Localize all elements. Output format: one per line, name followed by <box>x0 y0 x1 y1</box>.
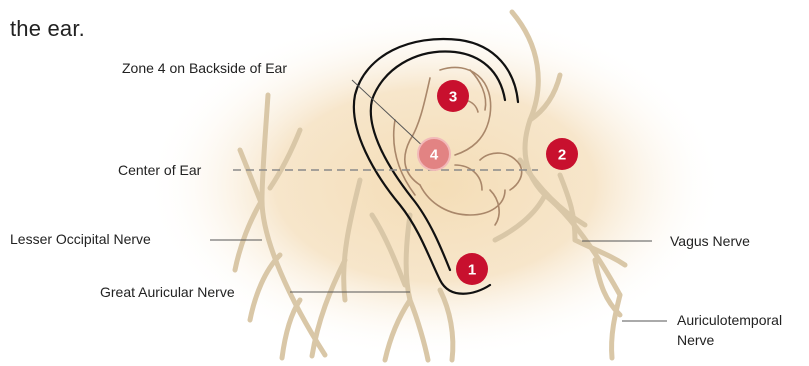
label-auriculotemporal-nerve: Auriculotemporal Nerve <box>677 310 782 350</box>
label-vagus-nerve: Vagus Nerve <box>670 233 750 249</box>
label-auriculotemporal-line1: Auriculotemporal <box>677 310 782 330</box>
label-zone4-backside: Zone 4 on Backside of Ear <box>122 60 287 76</box>
zone-marker-1: 1 <box>456 253 488 285</box>
zone-number-2: 2 <box>558 147 566 164</box>
label-auriculotemporal-line2: Nerve <box>677 330 782 350</box>
label-center-of-ear: Center of Ear <box>118 162 201 178</box>
zone-marker-2: 2 <box>546 138 578 170</box>
zone-marker-3: 3 <box>437 80 469 112</box>
zone-number-1: 1 <box>468 262 476 279</box>
label-lesser-occipital-nerve: Lesser Occipital Nerve <box>10 231 151 247</box>
zone-number-3: 3 <box>449 89 457 106</box>
label-great-auricular-nerve: Great Auricular Nerve <box>100 284 235 300</box>
zone-marker-4: 4 <box>418 138 450 170</box>
intro-text: the ear. <box>10 16 85 42</box>
zone-number-4: 4 <box>430 147 439 164</box>
